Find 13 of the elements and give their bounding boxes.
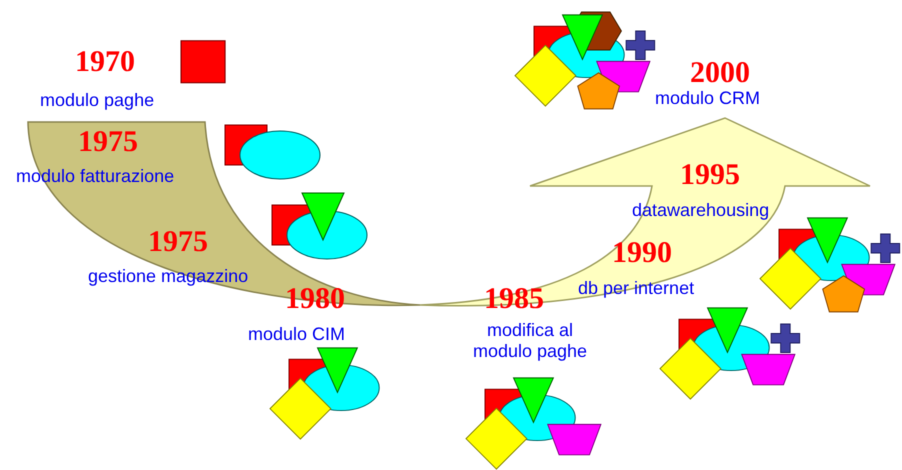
year-label: 1985 bbox=[484, 282, 544, 316]
module-label: modulo CIM bbox=[248, 324, 346, 345]
year-label: 1975 bbox=[148, 225, 208, 259]
year-label: 1995 bbox=[680, 158, 740, 192]
year-label: 1970 bbox=[75, 45, 135, 79]
year-label: 1975 bbox=[78, 125, 138, 159]
module-label: datawarehousing bbox=[632, 200, 770, 221]
module-label: modulo CRM bbox=[655, 88, 760, 109]
year-label: 2000 bbox=[690, 56, 750, 90]
module-label: modifica al modulo paghe bbox=[472, 320, 588, 362]
module-label: modulo paghe bbox=[40, 90, 154, 111]
module-label: db per internet bbox=[578, 278, 694, 299]
year-label: 1990 bbox=[612, 236, 672, 270]
